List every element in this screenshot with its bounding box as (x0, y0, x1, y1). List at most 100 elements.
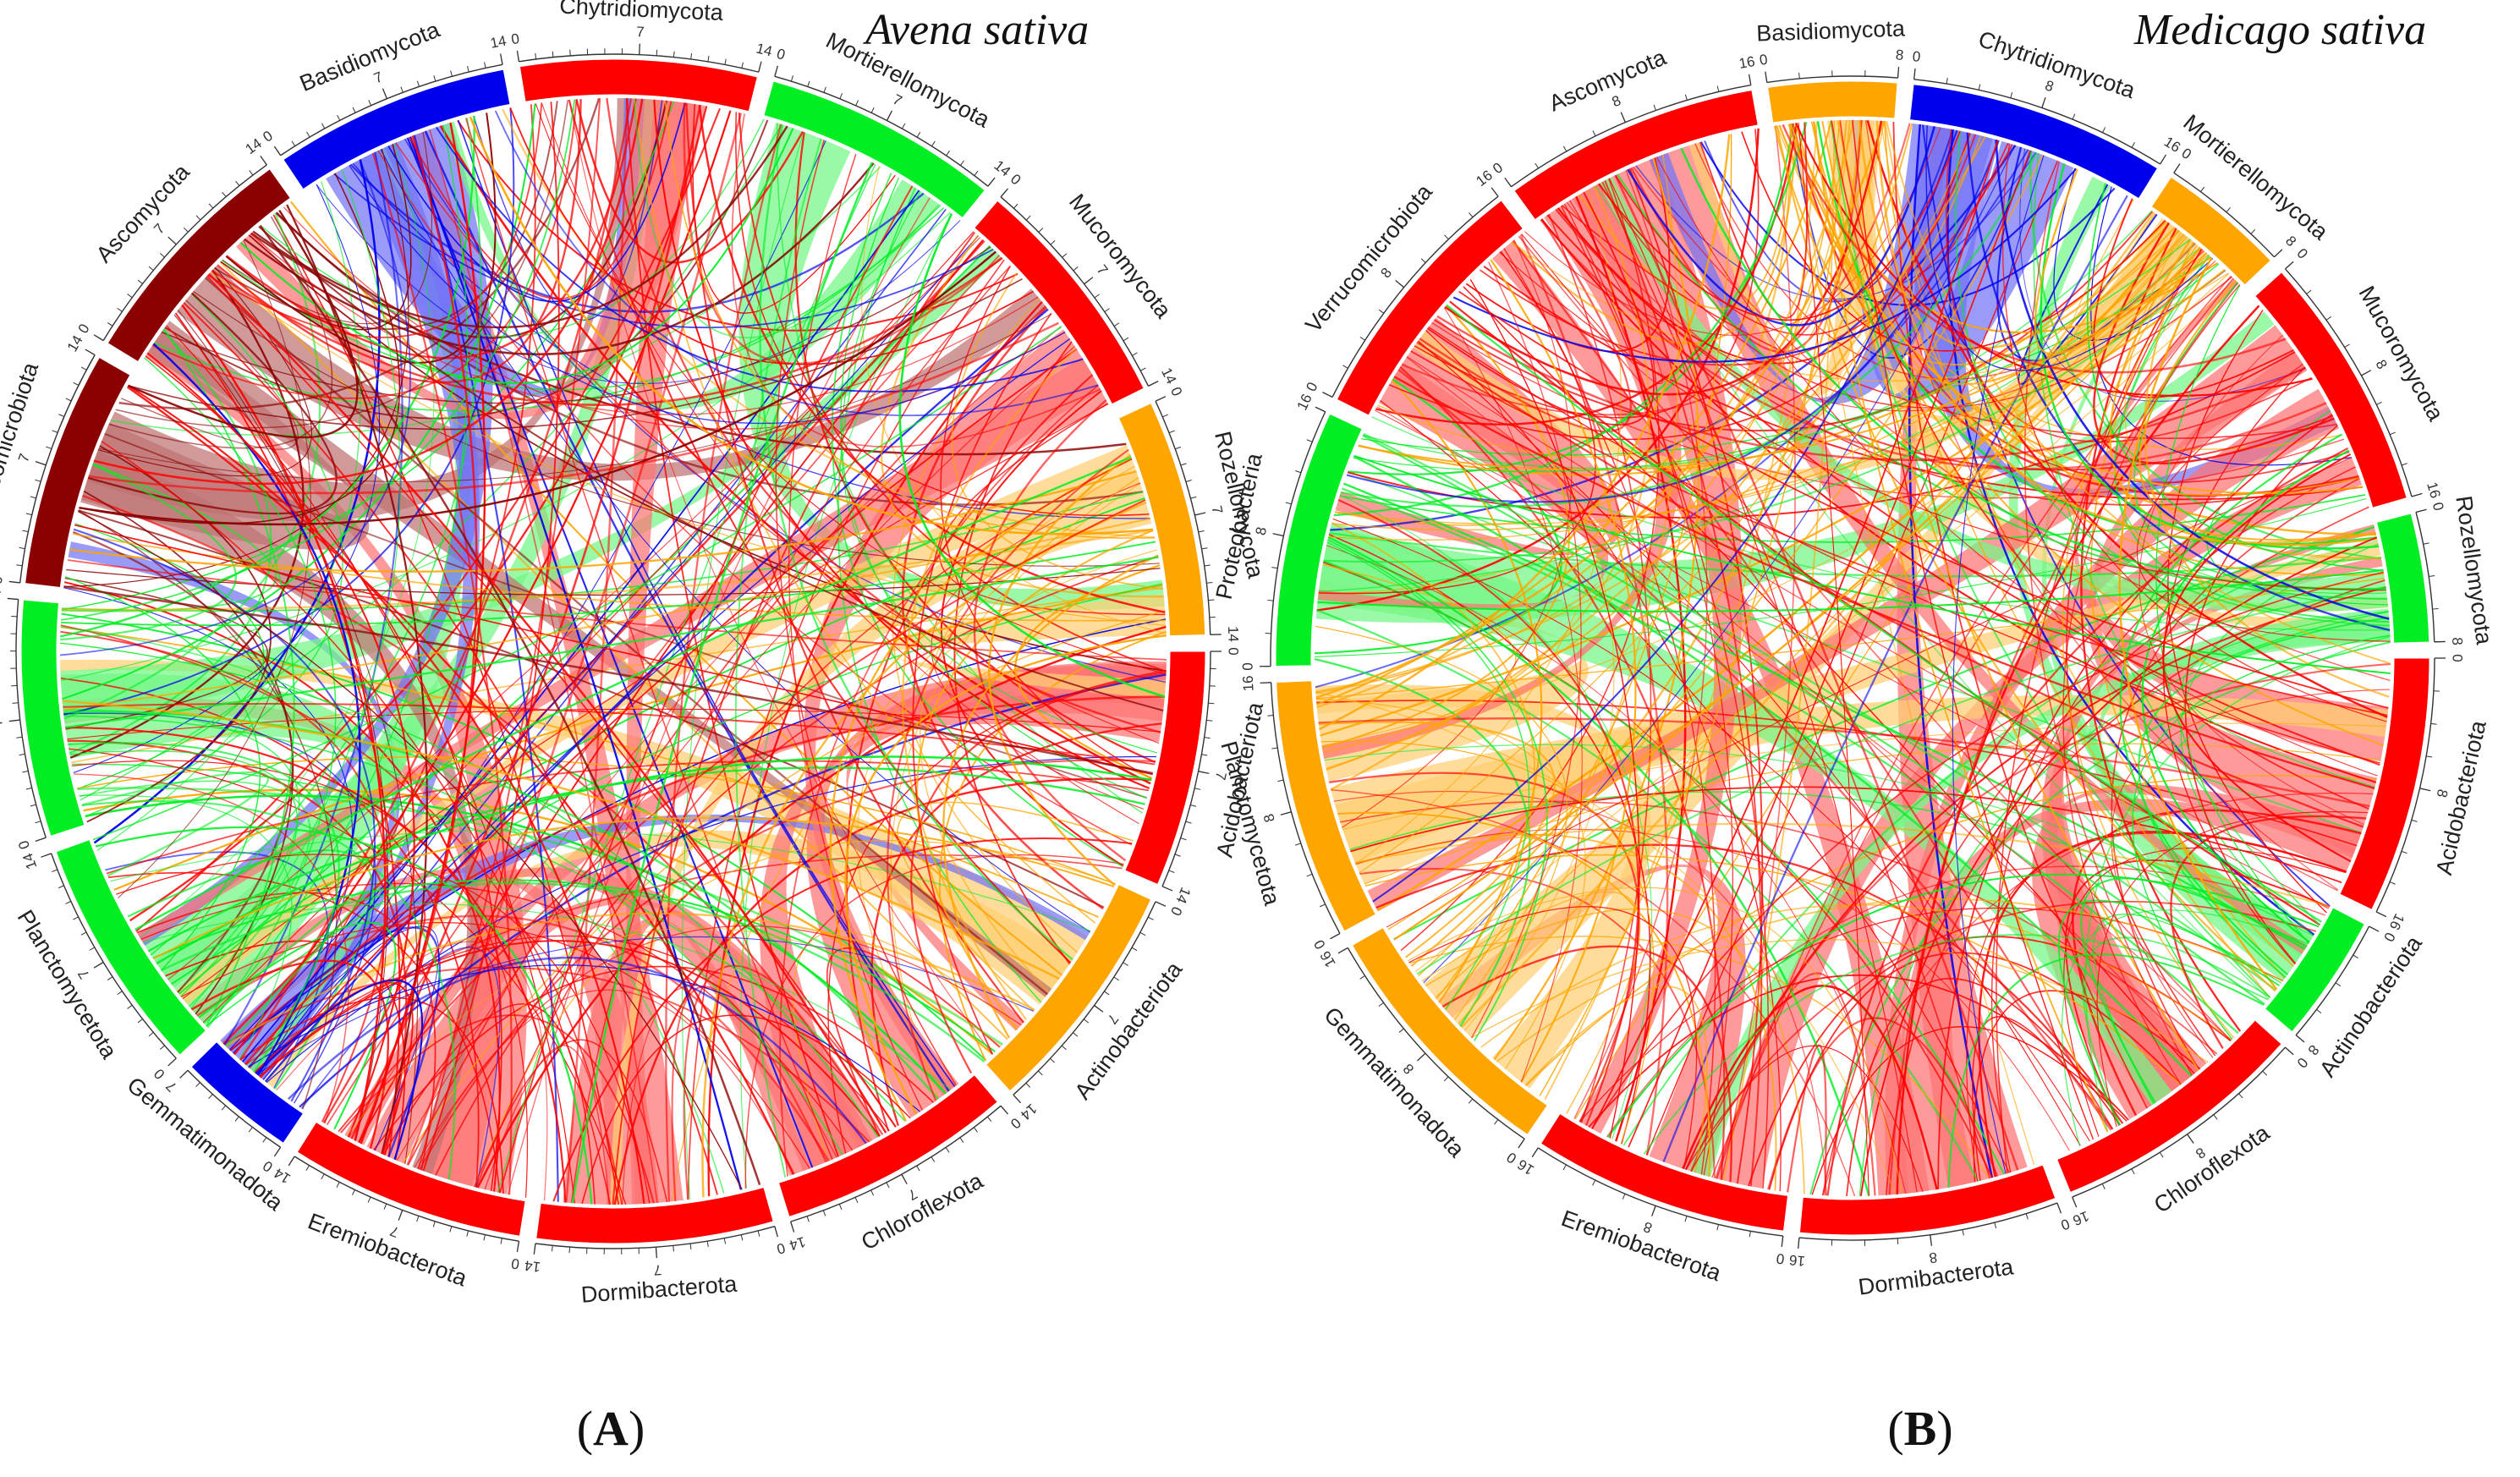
chord-link (1846, 978, 2121, 1197)
chord-link (65, 556, 1159, 729)
chord-link (109, 829, 1091, 932)
minor-tick (1104, 308, 1110, 313)
chord-link (1575, 195, 1687, 1142)
chord-band (2041, 233, 2312, 965)
chord-link (127, 209, 359, 439)
minor-tick (1398, 1028, 1404, 1033)
chord-link (1342, 482, 2306, 950)
chord-link (1444, 134, 1732, 1010)
tick-label: 7 (0, 717, 6, 728)
minor-tick (235, 180, 240, 186)
tick-label: 16 (1473, 167, 1496, 190)
minor-tick (740, 1234, 744, 1241)
chord-link (1315, 691, 1897, 1195)
tick-label: 0 (260, 1157, 275, 1175)
minor-tick (1469, 212, 1474, 218)
minor-tick (2159, 1151, 2164, 1158)
chord-link (831, 173, 1123, 868)
minor-tick (483, 1234, 486, 1241)
tick-label: 0 (1167, 385, 1185, 399)
minor-tick (1306, 439, 1313, 442)
tick-label: 0 (0, 575, 6, 585)
minor-tick (1562, 1164, 1567, 1171)
chord-link (1339, 494, 2366, 543)
minor-tick (46, 446, 52, 449)
chord-link (887, 448, 1129, 1101)
chord-link (1397, 368, 2112, 1131)
chord-link (626, 98, 839, 1157)
chord-link (142, 903, 952, 1090)
chord-link (829, 458, 1133, 1122)
major-tick (167, 1057, 177, 1067)
chord-link (80, 124, 782, 801)
minor-tick (1083, 1019, 1090, 1024)
minor-tick (291, 140, 296, 146)
chord-link (2132, 634, 2391, 1040)
chord-link (239, 98, 633, 1061)
minor-tick (807, 80, 810, 87)
chord-link (358, 135, 478, 1144)
chord-link (177, 310, 389, 1141)
major-tick (2072, 1196, 2078, 1208)
tick-label: 14 (991, 157, 1014, 180)
chord-link (1445, 305, 1615, 1032)
chord-link (942, 554, 1159, 1039)
sector-dormibacterota (1798, 1164, 2056, 1236)
chord-link (1628, 150, 2032, 1148)
minor-tick (1592, 1179, 1596, 1186)
sector-label-eremiobacterota: Eremiobacterota (305, 1208, 471, 1291)
tick-label: 16 (1515, 1156, 1537, 1178)
chord-link (1716, 275, 2232, 1179)
chord-band (326, 98, 645, 397)
chord-link (634, 98, 1096, 924)
sector-gemmatimonadota (1351, 926, 1548, 1136)
tick-label: 16 (2424, 480, 2444, 500)
chord-link (255, 979, 424, 1161)
chord-link (2001, 143, 2387, 722)
minor-tick (1444, 234, 1449, 240)
chord-link (205, 277, 1048, 996)
chord-link (161, 246, 991, 404)
chord-link (2138, 334, 2365, 826)
sector-proteobacteria (1275, 413, 1363, 667)
major-tick (1094, 1005, 1104, 1013)
chord-link (183, 302, 718, 1195)
chord-link (252, 125, 788, 329)
chord-link (1323, 263, 2220, 563)
tick-label: 0 (775, 46, 787, 63)
major-tick (8, 719, 20, 722)
major-tick (1000, 1105, 1009, 1115)
major-tick (2361, 370, 2372, 376)
tick-label: 14 (1018, 1101, 1040, 1123)
chord-link (1813, 121, 2185, 386)
chord-link (244, 162, 875, 355)
minor-tick (148, 266, 154, 271)
chord-link (358, 239, 984, 1144)
minor-tick (368, 100, 372, 106)
sector-axis (1270, 682, 1341, 934)
chord-link (1362, 210, 2153, 469)
minor-tick (2390, 431, 2396, 436)
tick-label: 16 (2071, 1208, 2092, 1229)
minor-tick (1378, 309, 1385, 314)
chord-link (222, 131, 432, 325)
chord-link (66, 568, 1161, 596)
chord-link (69, 269, 305, 759)
sector-axis (1798, 1202, 2058, 1241)
chord-link (74, 524, 1153, 776)
tick-label: 8 (2372, 357, 2390, 372)
major-tick (1781, 1235, 1784, 1248)
chord-link (407, 305, 1046, 1166)
minor-tick (569, 49, 571, 56)
chord-link (509, 107, 1035, 365)
minor-tick (19, 753, 25, 756)
chord-link (65, 726, 567, 1203)
chord-link (902, 348, 1078, 1020)
tick-label: 0 (510, 1255, 520, 1272)
chord-link (262, 208, 947, 1080)
chord-link (115, 100, 568, 429)
chord-link (1359, 868, 1716, 1178)
minor-tick (2432, 607, 2439, 610)
minor-tick (1139, 931, 1146, 936)
